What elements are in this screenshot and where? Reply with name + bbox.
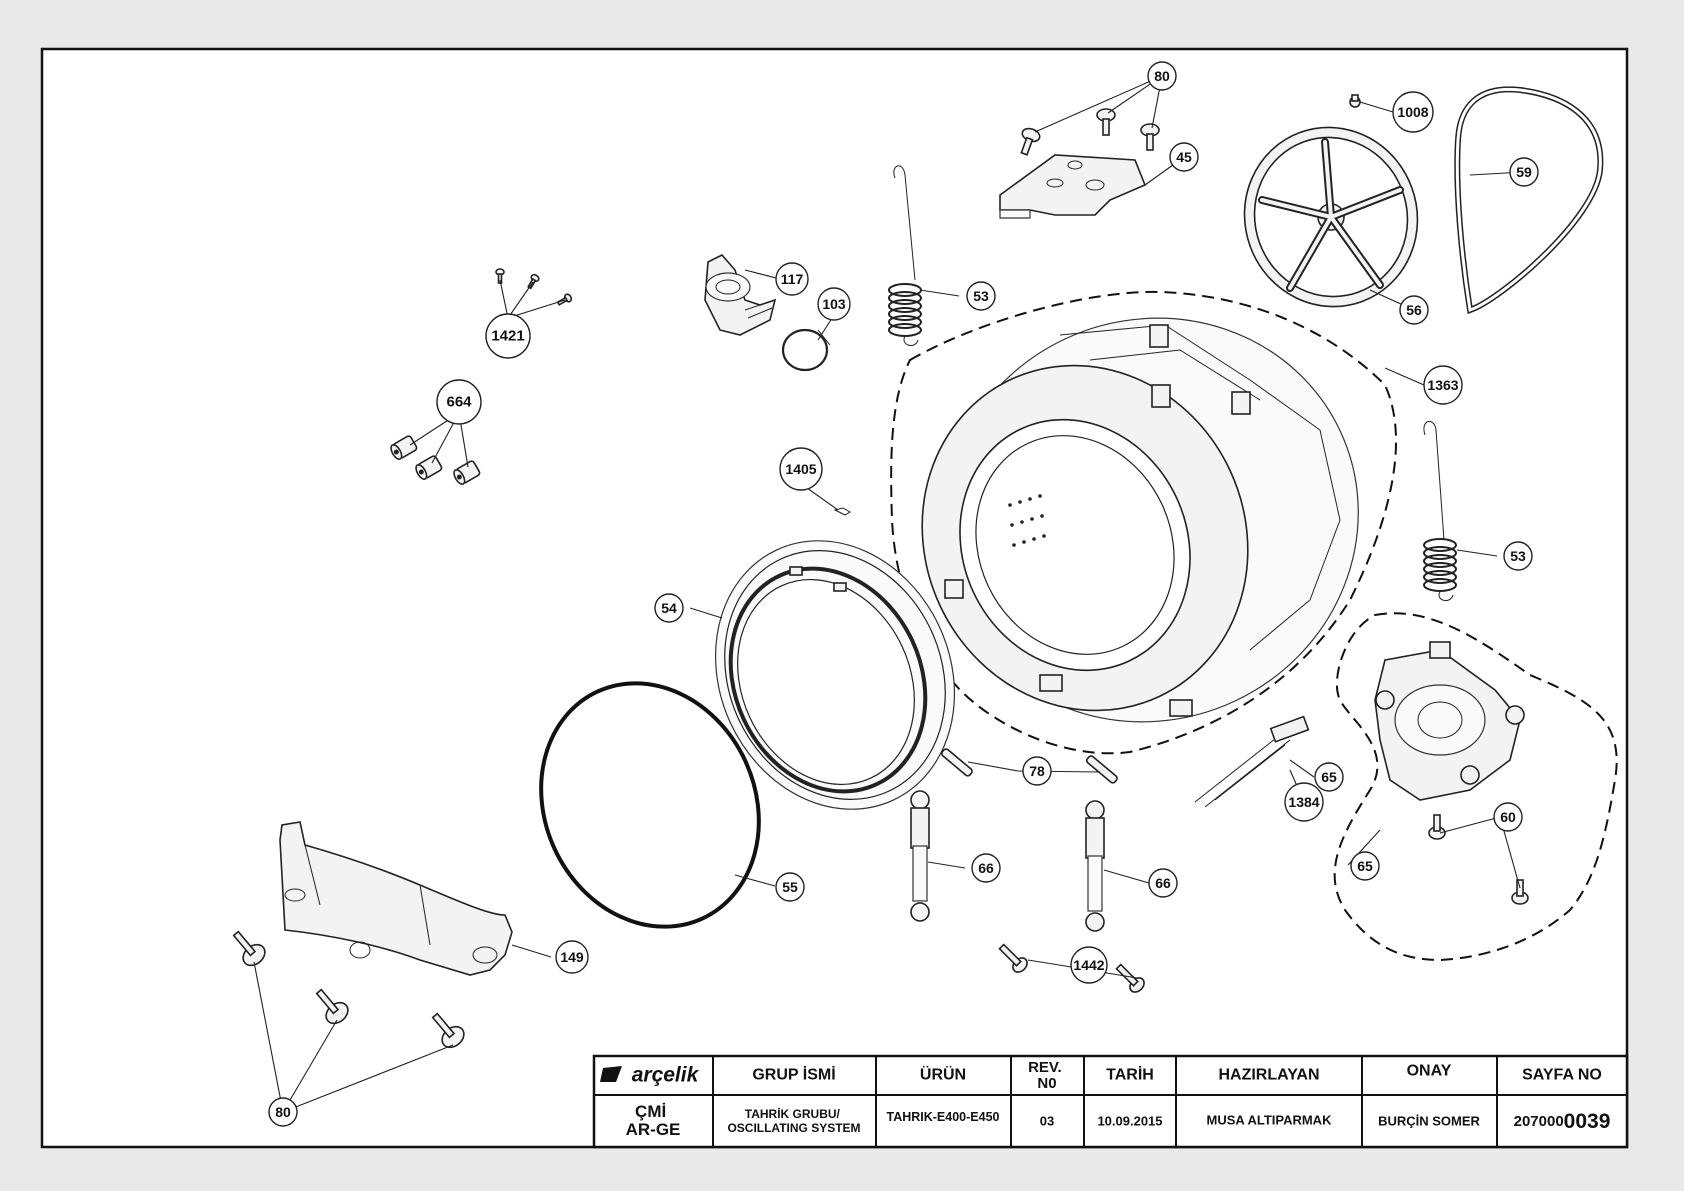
callout-103: 103 [817,287,851,321]
callout-60: 60 [1493,802,1523,832]
svg-text:117: 117 [781,271,804,287]
heater-part-1384 [1194,715,1310,808]
callout-80-top: 80 [1147,61,1177,91]
spring-part-53-lower [1423,420,1457,602]
callout-65-motor: 65 [1350,851,1380,881]
callout-1384: 1384 [1284,782,1324,822]
clamp-ring-part-103 [781,328,831,372]
svg-text:53: 53 [1510,548,1526,564]
bushing-part-664 [390,435,481,486]
motor-group-boundary-65 [1333,612,1618,962]
dept-label: ÇMİ AR-GE [626,1102,681,1139]
brand-logo: arçelik [600,1064,700,1087]
dept-label-line-1: ÇMİ [635,1102,666,1121]
callout-66-left: 66 [971,853,1001,883]
callout-149: 149 [555,940,589,974]
value-approval: BURÇİN SOMER [1378,1114,1480,1129]
svg-text:66: 66 [1155,875,1171,891]
front-ring-part-54 [714,540,956,810]
callout-664: 664 [436,379,482,425]
callout-65-heater: 65 [1314,762,1344,792]
svg-text:arçelik: arçelik [632,1064,700,1087]
callout-55: 55 [775,872,805,902]
callout-80-bottom: 80 [268,1097,298,1127]
bolt-part-80-bottom [232,930,465,1049]
value-prepared-by: MUSA ALTIPARMAK [1207,1113,1333,1128]
counterweight-part-149 [279,821,513,976]
bracket-plate-part-45 [999,154,1147,219]
svg-text:53: 53 [973,288,989,304]
value-rev-no: 03 [1040,1114,1054,1129]
dept-label-line-2: AR-GE [626,1120,681,1139]
callout-1008: 1008 [1392,91,1434,133]
title-block: arçelik ÇMİ AR-GE GRUP İSMİ ÜRÜN REV. N0… [592,1054,1629,1149]
callout-78: 78 [1022,756,1052,786]
value-date: 10.09.2015 [1097,1114,1162,1129]
svg-text:149: 149 [560,949,584,965]
drive-belt-part-59 [1454,86,1604,314]
header-group-name: GRUP İSMİ [752,1066,835,1084]
header-page-no: SAYFA NO [1522,1067,1602,1084]
svg-text:80: 80 [275,1104,291,1120]
svg-text:56: 56 [1406,302,1422,318]
svg-text:1405: 1405 [785,461,816,477]
svg-text:103: 103 [822,296,846,312]
header-rev-no: REV. N0 [1028,1059,1066,1092]
svg-text:65: 65 [1357,858,1373,874]
svg-text:54: 54 [661,600,677,616]
svg-text:60: 60 [1500,809,1516,825]
leader-lines [253,75,1525,1113]
value-group-name: TAHRİK GRUBU/ OSCILLATING SYSTEM [727,1106,860,1135]
svg-text:1442: 1442 [1073,957,1104,973]
svg-text:55: 55 [782,879,798,895]
svg-text:45: 45 [1176,149,1192,165]
shock-absorber-part-66-left [910,790,930,922]
callout-56: 56 [1399,295,1429,325]
svg-text:1384: 1384 [1288,794,1319,810]
header-product: ÜRÜN [920,1065,966,1084]
callout-1442: 1442 [1070,946,1108,984]
screw-part-1421 [495,268,573,306]
header-prepared-by: HAZIRLAYAN [1218,1067,1319,1084]
motor-part-65 [1374,641,1525,801]
screw-part-1008 [1349,94,1361,108]
svg-text:80: 80 [1154,68,1170,84]
callout-117: 117 [775,262,809,296]
shock-absorber-part-66-right [1085,800,1105,932]
tub-group-boundary-1363 [890,290,1398,755]
value-product: TAHRIK-E400-E450 [886,1110,999,1124]
callout-66-right: 66 [1148,868,1178,898]
svg-text:78: 78 [1029,763,1045,779]
svg-text:59: 59 [1516,164,1532,180]
callout-54: 54 [654,593,684,623]
svg-text:1008: 1008 [1397,104,1428,120]
svg-text:1421: 1421 [491,328,524,345]
screw-part-80-top [1020,108,1160,156]
callout-53-upper: 53 [966,281,996,311]
callout-53-lower: 53 [1503,541,1533,571]
callout-1405: 1405 [779,447,823,491]
clip-part-1405 [833,507,851,516]
pin-part-78 [941,748,1118,784]
svg-text:66: 66 [978,860,994,876]
header-approval: ONAY [1407,1063,1452,1080]
callout-1421: 1421 [485,313,531,359]
svg-text:664: 664 [446,394,472,411]
rivet-part-1442 [998,943,1145,993]
callout-59: 59 [1509,157,1539,187]
callout-45: 45 [1169,142,1199,172]
value-page-no: 2070000039 [1514,1110,1611,1133]
callout-1363: 1363 [1423,365,1463,405]
svg-text:1363: 1363 [1427,377,1458,393]
header-date: TARİH [1106,1066,1154,1084]
svg-text:65: 65 [1321,769,1337,785]
outer-tub-part-1363 [921,317,1359,723]
spring-part-53-upper [888,165,922,346]
gasket-ring-part-55 [539,681,761,929]
pulley-wheel-part-56 [1243,126,1419,308]
bellows-fitting-part-117 [704,254,777,336]
